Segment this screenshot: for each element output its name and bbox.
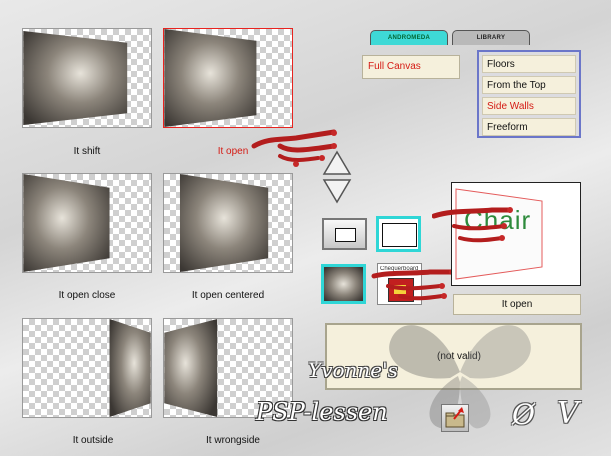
shape-large-button[interactable]	[376, 216, 421, 252]
list-item-floors[interactable]: Floors	[482, 55, 576, 73]
tab-andromeda[interactable]: ANDROMEDA	[370, 30, 448, 45]
tab-library[interactable]: LIBRARY	[452, 30, 530, 45]
current-preset-field: It open	[453, 294, 581, 315]
preset-label-open-centered: It open centered	[191, 290, 265, 301]
list-item-freeform[interactable]: Freeform	[482, 118, 576, 136]
cancel-icon: Ø	[512, 398, 535, 431]
mode-field-value: Full Canvas	[368, 61, 421, 72]
wall-texture-icon	[324, 267, 363, 301]
current-preset-value: It open	[501, 299, 533, 310]
preset-thumb-shift[interactable]	[22, 28, 152, 128]
preset-thumb-outside[interactable]	[22, 318, 152, 418]
list-item-side-walls[interactable]: Side Walls	[482, 97, 576, 115]
wall-texture-icon	[164, 29, 257, 127]
status-box: (not valid)	[325, 323, 582, 390]
open-folder-button[interactable]	[441, 404, 469, 432]
preset-thumb-open-centered[interactable]	[163, 173, 293, 273]
preset-thumb-open[interactable]	[163, 28, 293, 128]
preset-thumb-open-close[interactable]	[22, 173, 152, 273]
wall-texture-icon	[164, 319, 218, 417]
surface-list[interactable]: Floors From the Top Side Walls Freeform	[477, 50, 581, 138]
watermark-line1: Yvonne's	[308, 358, 398, 382]
wall-texture-icon	[109, 319, 151, 417]
arrow-up-icon[interactable]	[322, 150, 352, 176]
ok-button[interactable]: V	[557, 396, 579, 431]
list-item-from-the-top[interactable]: From the Top	[482, 76, 576, 94]
butterfly-icon	[389, 325, 531, 429]
pointing-hand-icon	[251, 129, 337, 167]
stamp-text: Chequerboard	[380, 266, 419, 272]
wall-texture-icon	[179, 174, 269, 272]
cancel-button[interactable]: Ø	[512, 398, 535, 431]
rectangle-icon	[335, 228, 356, 242]
preset-label-outside: It outside	[72, 435, 114, 446]
wall-texture-icon	[23, 30, 128, 126]
mode-field[interactable]: Full Canvas	[362, 55, 460, 79]
watermark-line2: PSP-lessen	[256, 398, 388, 426]
rectangle-icon	[382, 223, 417, 247]
preset-label-wrongside: It wrongside	[206, 435, 260, 446]
shape-small-button[interactable]	[322, 218, 367, 250]
folder-icon	[445, 407, 465, 428]
arrow-down-icon[interactable]	[322, 178, 352, 204]
preset-thumb-wrongside[interactable]	[163, 318, 293, 418]
checkmark-icon: V	[557, 396, 579, 431]
preset-label-open: It open	[217, 146, 249, 157]
preset-label-shift: It shift	[73, 146, 101, 157]
preset-label-open-close: It open close	[58, 290, 116, 301]
pointing-hand-icon	[432, 207, 513, 243]
texture-swatch[interactable]	[321, 264, 366, 304]
status-value: (not valid)	[437, 351, 481, 362]
wall-texture-icon	[23, 174, 110, 272]
